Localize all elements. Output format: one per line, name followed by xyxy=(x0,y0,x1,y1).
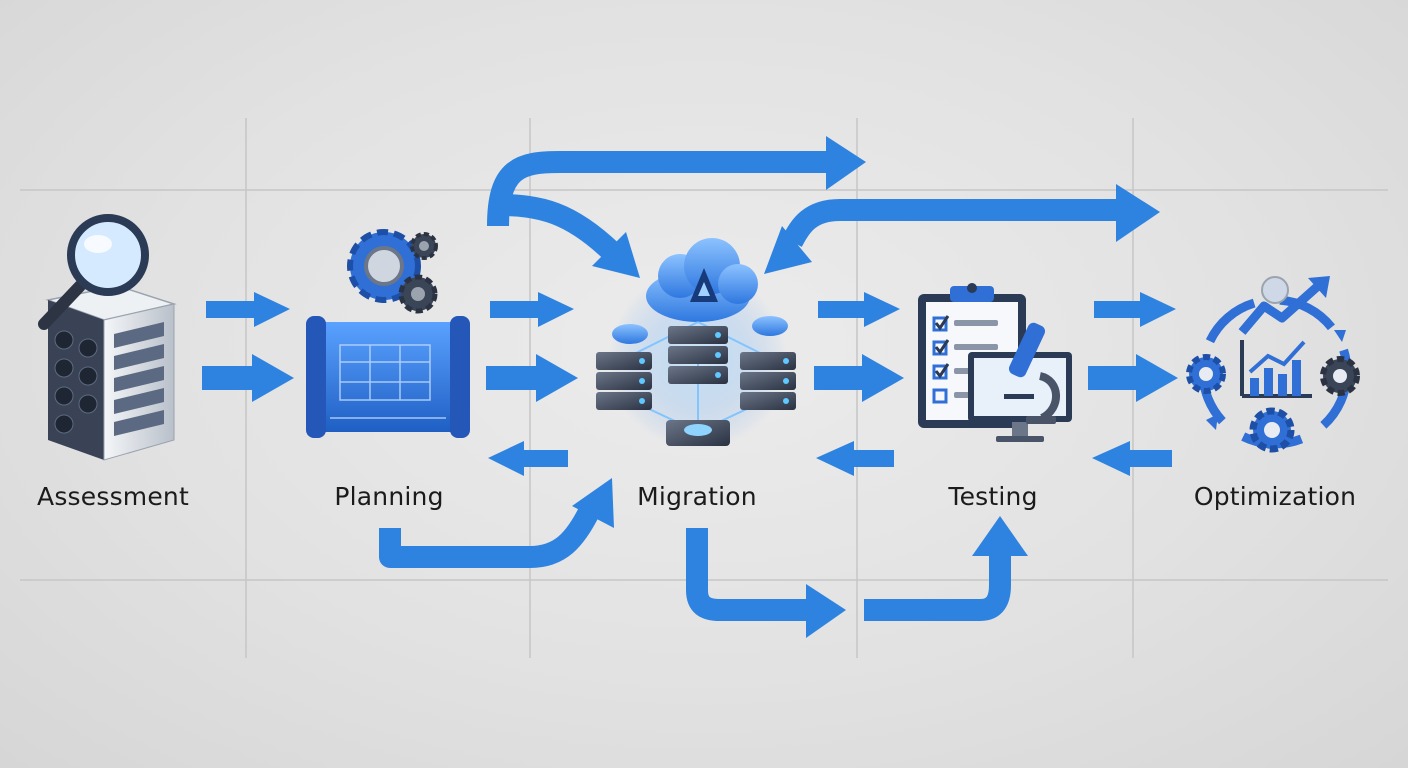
stage-label-testing: Testing xyxy=(948,482,1038,511)
flow-arrows xyxy=(202,292,1178,476)
arrow-migration-to-testing-lower xyxy=(814,354,904,402)
arrow-top-long-link xyxy=(782,199,1118,248)
bar-chart xyxy=(1240,340,1312,398)
stage-label-assessment: Assessment xyxy=(37,482,189,511)
blueprint-gears-icon xyxy=(306,229,470,438)
arrow-testing-to-optimization-upper xyxy=(1094,292,1176,327)
gear-large xyxy=(347,229,421,303)
server-stack-left xyxy=(596,352,652,410)
arrow-migration-to-planning-return xyxy=(488,441,568,476)
arrow-bottom-up-to-testing xyxy=(864,552,1011,621)
arrow-planning-into-migration-curve xyxy=(497,194,620,261)
arrow-bottom-planning-to-migration xyxy=(379,504,600,568)
arrow-planning-to-migration-upper xyxy=(490,292,574,327)
gears-growth-chart-icon xyxy=(1186,276,1360,453)
arrow-testing-to-migration-return xyxy=(816,441,894,476)
arrow-assessment-to-planning-upper xyxy=(206,292,290,327)
gear-left xyxy=(1186,354,1226,394)
stage-label-planning: Planning xyxy=(334,482,444,511)
arrow-migration-to-testing-upper xyxy=(818,292,900,327)
arrow-bottom-migration-down xyxy=(686,528,810,621)
arrow-optimization-to-testing-return xyxy=(1092,441,1172,476)
arrow-planning-to-migration-lower xyxy=(486,354,578,402)
arrow-assessment-to-planning-lower xyxy=(202,354,294,402)
stage-label-optimization: Optimization xyxy=(1193,482,1357,511)
cloud-servers-icon xyxy=(596,238,796,450)
microscope xyxy=(1004,322,1060,424)
curved-flow-heads xyxy=(572,136,1160,638)
gear-small xyxy=(398,232,438,314)
arrow-testing-to-optimization-lower xyxy=(1088,354,1178,402)
curved-flows xyxy=(379,151,1118,621)
stage-label-migration: Migration xyxy=(637,482,757,511)
gear-bottom xyxy=(1249,407,1295,453)
server-stack-right xyxy=(740,352,796,410)
server-magnifier-icon xyxy=(38,214,177,461)
cloud-main xyxy=(646,238,758,322)
server-stack-center xyxy=(668,326,728,384)
server-node-bottom xyxy=(666,420,730,446)
checklist-microscope-icon xyxy=(918,283,1072,442)
gear-right xyxy=(1320,356,1360,396)
